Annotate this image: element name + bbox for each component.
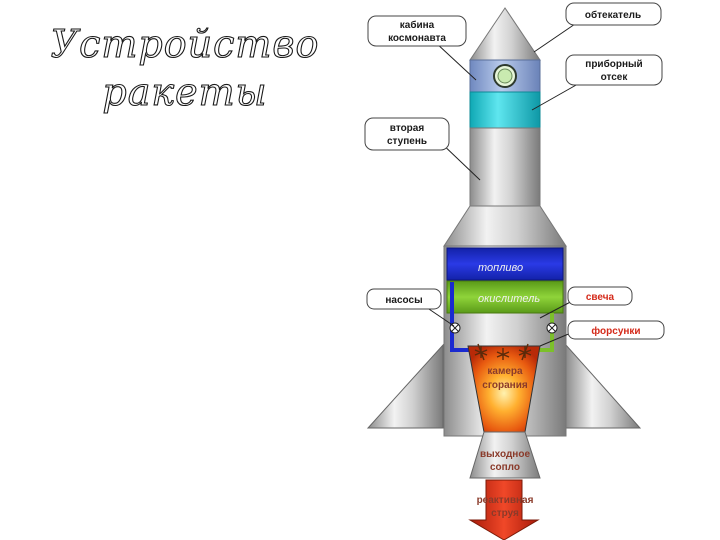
oxidizer-label: окислитель [478, 293, 540, 305]
cabin-label-2: космонавта [388, 33, 446, 44]
second-stage [469, 127, 541, 207]
callout-instrument-bay: приборный отсек [565, 54, 663, 86]
instrument-bay [469, 91, 541, 129]
title-line-1: Устройство [50, 21, 320, 66]
jet-label-2: струя [491, 508, 519, 519]
page-title: Устройство ракеты [40, 20, 330, 116]
nozzle-label-1: выходное [480, 449, 530, 460]
pumps-label: насосы [385, 295, 422, 306]
exhaust-nozzle [469, 431, 541, 479]
fuel-pipe [450, 282, 470, 352]
injector-burst-icon [474, 343, 532, 361]
chamber-label-2: сгорания [482, 380, 528, 391]
fairing-label: обтекатель [585, 9, 641, 21]
chamber-label-1: камера [487, 366, 523, 377]
callout-pumps: насосы [366, 288, 442, 310]
right-fin [565, 343, 642, 429]
callout-injectors: форсунки [567, 320, 665, 340]
instrument-label-2: отсек [601, 72, 629, 83]
injectors-label: форсунки [591, 325, 640, 337]
fuel-label: топливо [478, 262, 523, 274]
interstage-fairing [443, 205, 567, 247]
jet-label-1: реактивная [477, 495, 534, 506]
callout-fairing: обтекатель [565, 2, 662, 26]
title-line-2: ракеты [102, 69, 268, 114]
stage2-label-2: ступень [387, 136, 427, 147]
left-fin [366, 343, 444, 429]
cabin-label-1: кабина [400, 19, 435, 31]
callout-second-stage: вторая ступень [364, 117, 450, 151]
pump-right-icon [546, 322, 558, 334]
nozzle-label-2: сопло [490, 462, 520, 473]
callout-cabin: кабина космонавта [367, 15, 467, 47]
oxidizer-tank [446, 280, 564, 314]
spark-label: свеча [586, 292, 615, 303]
stage2-label-1: вторая [390, 123, 425, 134]
callout-spark: свеча [567, 286, 633, 306]
nose-cone [469, 7, 541, 61]
fuel-tank [446, 247, 564, 281]
jet-stream-arrow [468, 479, 540, 540]
instrument-label-1: приборный [585, 58, 642, 70]
